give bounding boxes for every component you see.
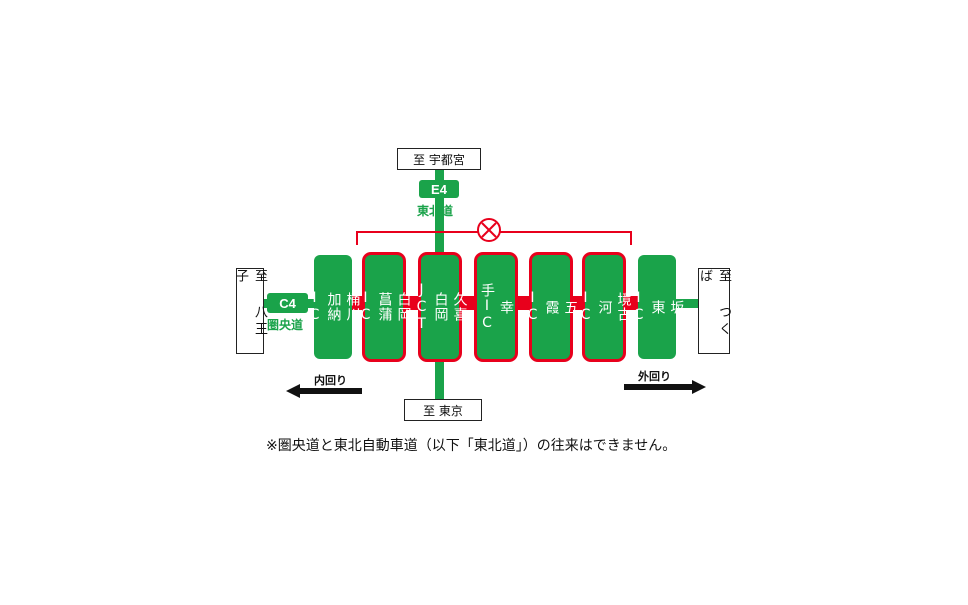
arrow-left-icon [286,384,362,398]
tohoku-road-north [435,167,444,257]
route-badge-c4: C4 [267,293,308,313]
destination-west: 至 八王子 [233,268,267,354]
ic-okegawa-kano: 桶川 加納 IC [307,255,361,359]
destination-south: 至 東京 [404,399,482,421]
direction-outer-label: 外回り [638,370,671,383]
ic-bando: 坂 東 IC [631,255,685,359]
jct-kuki-shiraoka: 久喜 白岡 JCT [414,255,468,359]
ic-satte: 幸 手IC [477,255,515,359]
closed-icon [477,218,501,242]
destination-north: 至 宇都宮 [397,148,481,170]
route-name-tohoku: 東北道 [417,204,454,218]
destination-east: 至 つくば [697,268,731,354]
tohoku-road-south [435,360,444,402]
ic-goka-label: 五 霞 IC [524,290,579,324]
ic-okegawa-kano-label: 桶川 加納 IC [306,290,361,324]
direction-inner-label: 内回り [314,374,347,387]
ic-bando-label: 坂 東 IC [630,290,685,324]
ic-satte-label: 幸 手IC [479,282,514,332]
arrow-right-icon [624,380,706,394]
ic-shiraoka-shobu-label: 白岡 菖蒲 IC [357,290,412,324]
kenodo-road-east [672,299,700,308]
ic-sakai-koga: 境古 河 IC [578,255,632,359]
ic-goka: 五 霞 IC [525,255,579,359]
route-name-kenodo: 圏央道 [267,318,304,332]
jct-kuki-shiraoka-label: 久喜 白岡 JCT [413,281,468,333]
footnote: ※圏央道と東北自動車道（以下「東北道」）の往来はできません。 [266,438,677,454]
ic-sakai-koga-label: 境古 河 IC [577,290,632,324]
ic-shiraoka-shobu: 白岡 菖蒲 IC [358,255,412,359]
route-badge-e4: E4 [419,180,459,198]
